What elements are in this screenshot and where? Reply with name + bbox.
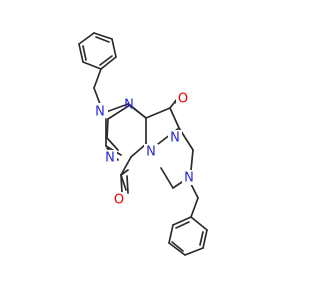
nitrogen-label: N bbox=[184, 171, 194, 186]
oxygen-label: O bbox=[114, 193, 124, 208]
upper-ch2-to-n bbox=[93, 87, 101, 105]
label-backgrounds bbox=[94, 91, 196, 207]
nitrogen-label: N bbox=[124, 98, 134, 113]
bonds bbox=[78, 32, 208, 256]
upper-benzene-ring bbox=[78, 32, 117, 70]
lower-benzyl-bond bbox=[190, 197, 199, 218]
lower-benzene-ring bbox=[168, 216, 208, 256]
oxygen-label: O bbox=[178, 92, 188, 107]
nitrogen-label: N bbox=[105, 151, 115, 166]
nitrogen-label: N bbox=[146, 145, 156, 160]
nitrogen-label: N bbox=[170, 131, 180, 146]
nitrogen-label: N bbox=[95, 105, 105, 120]
upper-benzyl-bond bbox=[93, 68, 102, 89]
structure-diagram: N N N N N N O O bbox=[78, 32, 208, 256]
molecule-drawing: N N N N N N O O bbox=[78, 32, 208, 256]
atom-labels: N N N N N N O O bbox=[95, 92, 194, 208]
